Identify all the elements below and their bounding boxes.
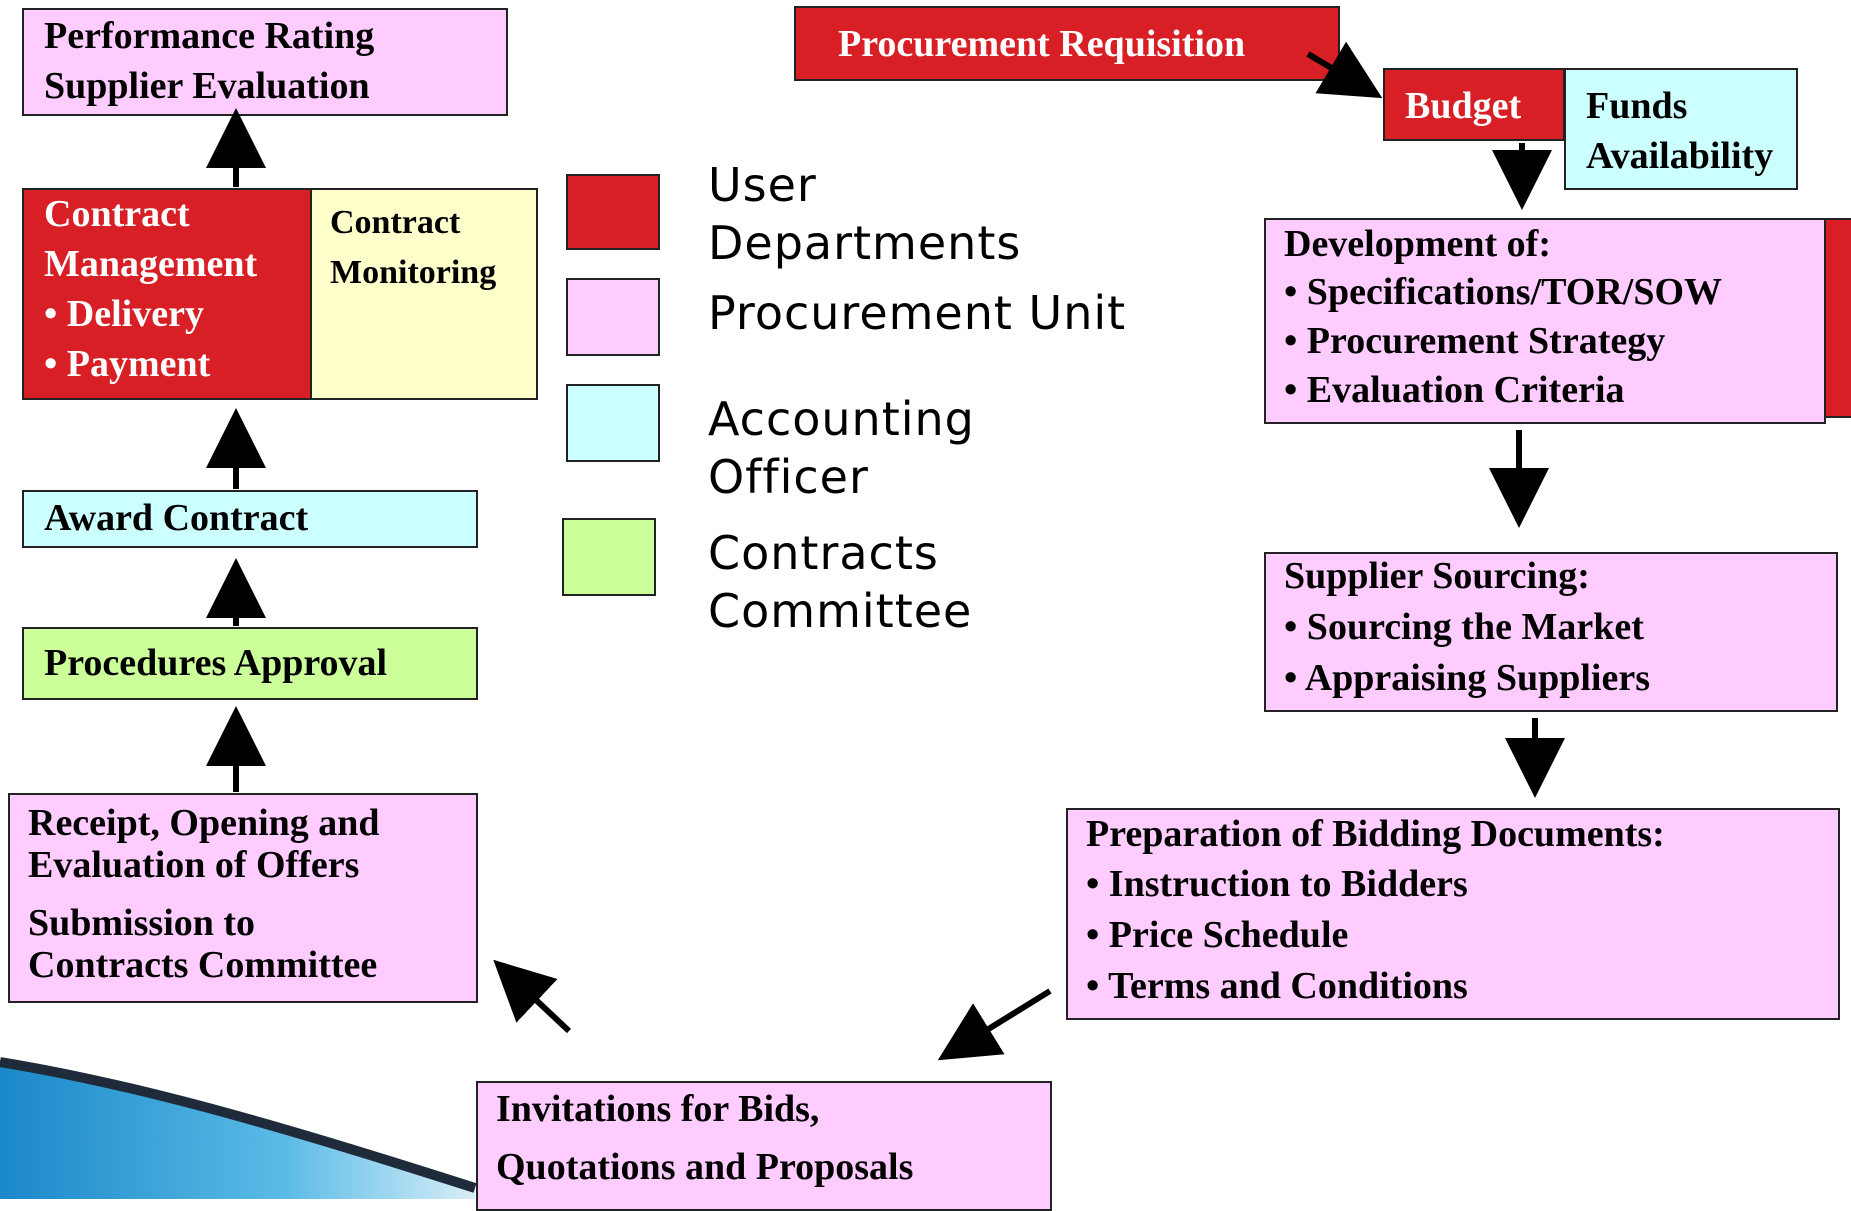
funds-line-2: Availability (1586, 135, 1774, 177)
legend-label-accounting-officer-2: Officer (708, 450, 869, 504)
sourcing-line-3: • Appraising Suppliers (1284, 657, 1650, 699)
procurement-requisition-box: Procurement Requisition (794, 6, 1340, 81)
bidding-line-2: • Instruction to Bidders (1086, 863, 1468, 905)
receipt-line-4: Contracts Committee (28, 944, 378, 986)
corner-swoosh-edge (0, 1057, 477, 1193)
legend-swatch-contracts-committee (562, 518, 656, 596)
sourcing-line-1: Supplier Sourcing: (1284, 555, 1590, 597)
performance-rating-box: Performance Rating Supplier Evaluation (22, 8, 508, 116)
arrow-requisition-to-budget (1306, 41, 1383, 99)
legend-label-contracts-committee-1: Contracts (708, 526, 939, 580)
contract-management-line-1: Contract (44, 193, 190, 235)
supplier-sourcing-box: Supplier Sourcing: • Sourcing the Market… (1264, 552, 1838, 712)
development-line-3: • Procurement Strategy (1284, 320, 1666, 362)
contract-management-line-2: Management (44, 243, 258, 285)
arrow-bidding-to-invitations (937, 988, 1052, 1061)
legend-label-user-departments-1: User (708, 158, 817, 212)
contract-management-line-3: • Delivery (44, 293, 204, 335)
bidding-line-3: • Price Schedule (1086, 914, 1349, 956)
contract-monitoring-box: Contract Monitoring (310, 188, 538, 400)
receipt-opening-box: Receipt, Opening and Evaluation of Offer… (8, 793, 478, 1003)
legend-label-contracts-committee-2: Committee (708, 584, 973, 638)
budget-box: Budget (1383, 68, 1565, 141)
funds-availability-box: Funds Availability (1564, 68, 1798, 190)
contract-monitoring-line-1: Contract (330, 204, 461, 241)
development-line-1: Development of: (1284, 223, 1551, 265)
contract-management-line-4: • Payment (44, 343, 211, 385)
bidding-line-4: • Terms and Conditions (1086, 965, 1468, 1007)
award-contract-box: Award Contract (22, 490, 478, 548)
invitations-box: Invitations for Bids, Quotations and Pro… (476, 1081, 1052, 1211)
legend-swatch-procurement-unit (566, 278, 660, 356)
performance-line-1: Performance Rating (44, 15, 375, 57)
award-line-1: Award Contract (44, 497, 309, 539)
bidding-documents-box: Preparation of Bidding Documents: • Inst… (1066, 808, 1840, 1020)
arrow-invitations-to-receipt (493, 959, 572, 1034)
development-line-2: • Specifications/TOR/SOW (1284, 271, 1723, 313)
invitations-line-1: Invitations for Bids, (496, 1088, 820, 1130)
legend-swatch-user-departments (566, 174, 660, 250)
legend-label-procurement-unit: Procurement Unit (708, 286, 1127, 340)
performance-line-2: Supplier Evaluation (44, 65, 370, 107)
bidding-line-1: Preparation of Bidding Documents: (1086, 813, 1665, 855)
legend-label-accounting-officer-1: Accounting (708, 392, 975, 446)
procedures-line-1: Procedures Approval (44, 642, 388, 684)
requisition-line-1: Procurement Requisition (838, 23, 1246, 65)
receipt-line-2: Evaluation of Offers (28, 844, 360, 886)
invitations-line-2: Quotations and Proposals (496, 1146, 914, 1188)
contract-monitoring-line-2: Monitoring (330, 254, 497, 291)
development-line-4: • Evaluation Criteria (1284, 369, 1625, 411)
receipt-line-1: Receipt, Opening and (28, 802, 380, 844)
funds-line-1: Funds (1586, 85, 1688, 127)
sourcing-line-2: • Sourcing the Market (1284, 606, 1644, 648)
legend-swatch-accounting-officer (566, 384, 660, 462)
development-box: Development of: • Specifications/TOR/SOW… (1264, 218, 1826, 424)
budget-line-1: Budget (1405, 85, 1522, 127)
receipt-line-3: Submission to (28, 902, 256, 944)
corner-swoosh (0, 1060, 475, 1199)
procedures-approval-box: Procedures Approval (22, 627, 478, 700)
legend-label-user-departments-2: Departments (708, 216, 1022, 270)
